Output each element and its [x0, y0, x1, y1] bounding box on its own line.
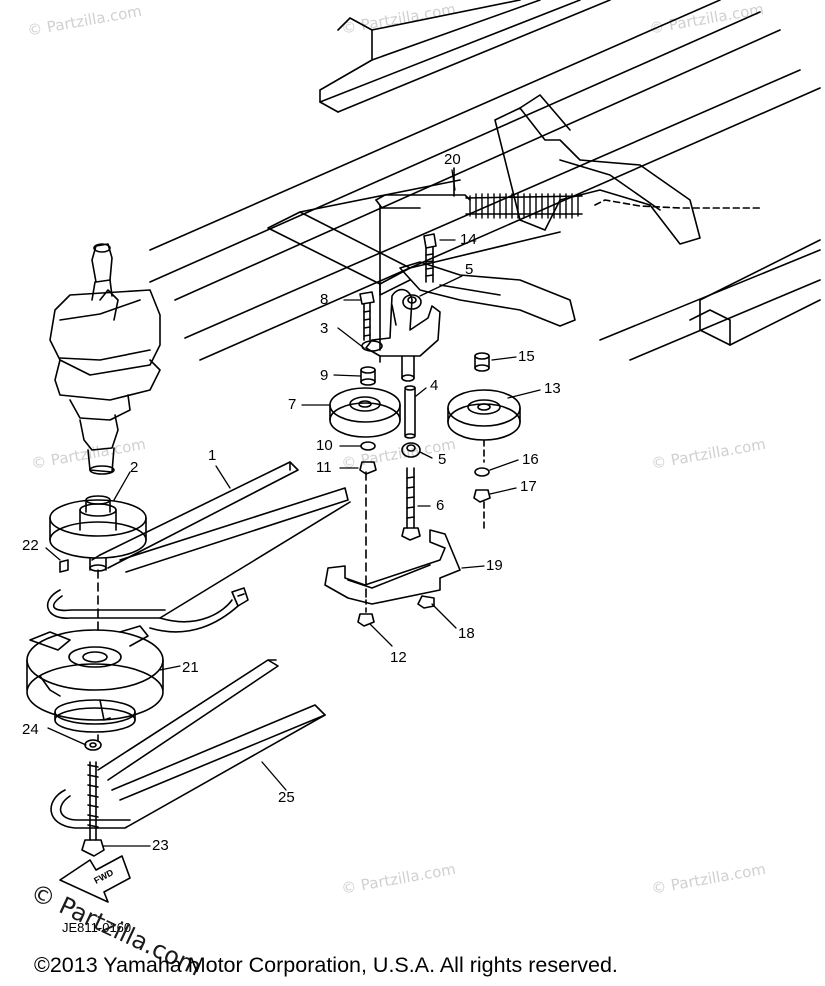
callout-15: 15 [518, 348, 535, 365]
idler-bracket [324, 529, 461, 613]
callout-8: 8 [320, 291, 329, 308]
drive-belt [46, 461, 351, 619]
idler-pulley-13 [447, 389, 521, 463]
bolt-8 [359, 291, 375, 341]
washer-24 [84, 739, 102, 751]
leader-lines [45, 169, 541, 847]
callout-18: 18 [458, 625, 475, 642]
nut-17 [473, 489, 491, 503]
crankshaft [49, 243, 161, 475]
callout-13: 13 [544, 380, 561, 397]
callout-22: 22 [22, 537, 39, 554]
washer-10 [360, 441, 376, 451]
engine-pulley [49, 495, 147, 631]
callout-6: 6 [436, 497, 445, 514]
tension-spring [375, 167, 761, 351]
callout-10: 10 [316, 437, 333, 454]
callout-5-upper: 5 [465, 261, 474, 278]
nut-5-lower [401, 442, 421, 458]
clutch-bolt [81, 761, 105, 857]
nut-11 [359, 461, 377, 475]
callout-3: 3 [320, 320, 329, 337]
clutch-wire [149, 587, 249, 633]
callout-11: 11 [316, 459, 332, 476]
fwd-arrow-icon [59, 855, 131, 903]
callout-7: 7 [288, 396, 297, 413]
spacer-15 [474, 352, 490, 372]
callout-1: 1 [208, 447, 217, 464]
spacer-9 [360, 366, 376, 386]
callout-16: 16 [522, 451, 539, 468]
copyright-notice: ©2013 Yamaha Motor Corporation, U.S.A. A… [34, 953, 618, 977]
callout-4: 4 [430, 377, 439, 394]
callout-9: 9 [320, 367, 329, 384]
callout-20: 20 [444, 151, 461, 168]
pivot-shaft [401, 355, 416, 439]
callout-14: 14 [460, 231, 477, 248]
diagram-code: JE811-0160 [62, 920, 132, 935]
nut-12 [357, 613, 375, 627]
callout-5-lower: 5 [438, 451, 447, 468]
bolt-14 [423, 233, 437, 283]
callout-23: 23 [152, 837, 169, 854]
callout-17: 17 [520, 478, 537, 495]
callout-24: 24 [22, 721, 39, 738]
callout-21: 21 [182, 659, 199, 676]
callout-19: 19 [486, 557, 503, 574]
callout-2: 2 [130, 459, 139, 476]
washer-16 [474, 467, 490, 477]
callout-25: 25 [278, 789, 295, 806]
idler-pulley-7 [329, 387, 401, 438]
nut-18 [417, 595, 435, 609]
pto-belt [50, 659, 326, 829]
electric-clutch [26, 625, 164, 741]
callout-12: 12 [390, 649, 407, 666]
frame-rails [149, 0, 821, 361]
bolt-6 [401, 467, 421, 541]
